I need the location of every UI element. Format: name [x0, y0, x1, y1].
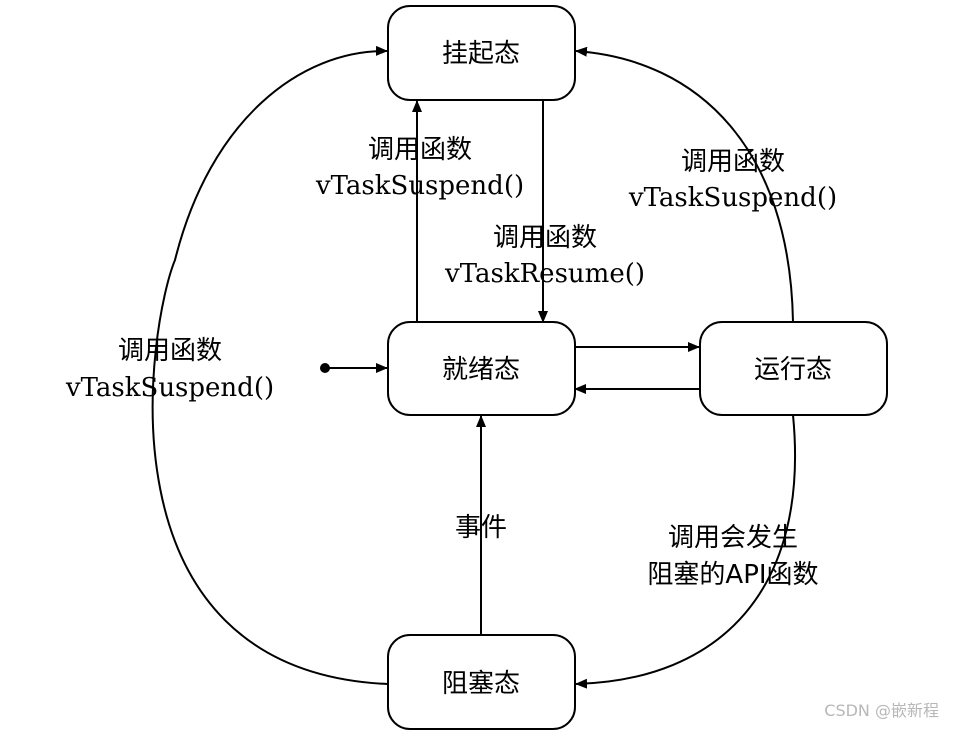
label-running-to-blocked-line2: 阻塞的API函数 — [647, 560, 818, 590]
label-running-to-suspended-line2: vTaskSuspend() — [628, 183, 837, 213]
edge-running-to-blocked — [575, 414, 797, 689]
node-blocked-label: 阻塞态 — [442, 669, 520, 699]
label-suspended-to-ready-line1: 调用函数 — [493, 223, 597, 253]
node-ready-box — [387, 321, 576, 416]
label-blocked-to-suspended-line1: 调用函数 — [118, 336, 222, 366]
node-running-label: 运行态 — [754, 355, 832, 385]
label-running-to-blocked-line1: 调用会发生 — [668, 523, 798, 553]
node-running-box — [699, 321, 888, 416]
label-blocked-to-ready: 事件 — [455, 513, 507, 543]
label-blocked-to-suspended-line2: vTaskSuspend() — [65, 373, 274, 403]
node-suspended: 挂起态 — [387, 5, 576, 101]
node-blocked-box — [387, 634, 576, 730]
edge-labels: 调用函数 vTaskSuspend() 调用函数 vTaskResume() 调… — [65, 135, 837, 590]
label-ready-to-suspended-line2: vTaskSuspend() — [315, 171, 524, 201]
label-running-to-suspended-line1: 调用函数 — [681, 147, 785, 177]
edge-running-to-suspended — [575, 46, 794, 323]
node-suspended-box — [387, 5, 576, 101]
edges — [151, 45, 797, 689]
node-running: 运行态 — [699, 321, 888, 416]
node-suspended-label: 挂起态 — [442, 39, 520, 69]
node-blocked: 阻塞态 — [387, 634, 576, 730]
label-suspended-to-ready-line2: vTaskResume() — [444, 259, 645, 289]
initial-state-dot — [320, 363, 330, 373]
node-ready: 就绪态 — [387, 321, 576, 416]
watermark: CSDN @嵌新程 — [824, 701, 939, 720]
node-ready-label: 就绪态 — [442, 355, 520, 385]
edge-blocked-to-suspended — [151, 45, 388, 685]
label-ready-to-suspended-line1: 调用函数 — [368, 135, 472, 165]
